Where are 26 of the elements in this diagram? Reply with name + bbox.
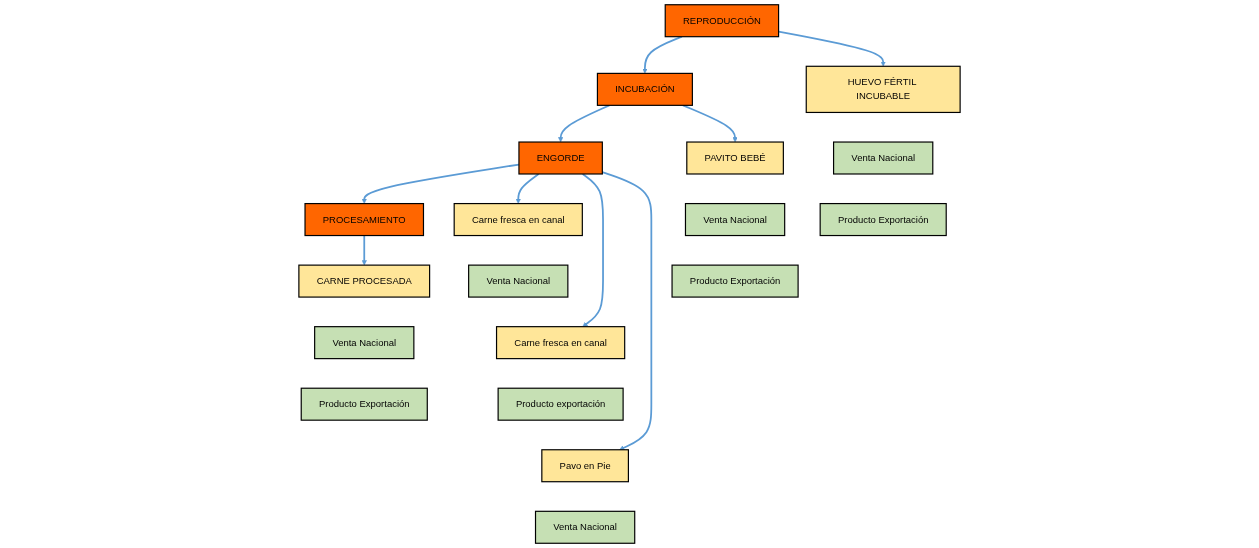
arrow — [642, 35, 683, 74]
node-box: Producto Exportación — [300, 387, 428, 421]
arrow — [361, 234, 367, 266]
arrow — [581, 173, 604, 327]
node-box: Carne fresca en canal — [453, 203, 583, 237]
node-box: Venta Nacional — [833, 141, 934, 175]
arrow — [682, 104, 738, 143]
node-box: HUEVO FÉRTIL INCUBABLE — [805, 65, 961, 114]
node-box: Producto Exportación — [819, 203, 947, 237]
node-box: Producto exportación — [497, 387, 624, 421]
node-box: PAVITO BEBÉ — [686, 141, 784, 175]
arrow — [558, 104, 611, 143]
node-box: Venta Nacional — [314, 326, 415, 360]
node-box: Venta Nacional — [684, 203, 786, 237]
node-box: Carne fresca en canal — [495, 326, 626, 360]
arrow — [601, 171, 653, 451]
node-box: PROCESAMIENTO — [304, 203, 425, 237]
node-box: Venta Nacional — [468, 264, 569, 298]
node-box: Producto Exportación — [671, 264, 799, 298]
node-box: REPRODUCCIÓN — [664, 4, 780, 38]
node-box: Pavo en Pie — [541, 449, 629, 483]
node-box: ENGORDE — [518, 141, 603, 175]
node-box: CARNE PROCESADA — [298, 264, 431, 298]
arrow — [515, 173, 540, 204]
node-box: Venta Nacional — [534, 510, 636, 544]
node-box: INCUBACIÓN — [596, 72, 693, 106]
